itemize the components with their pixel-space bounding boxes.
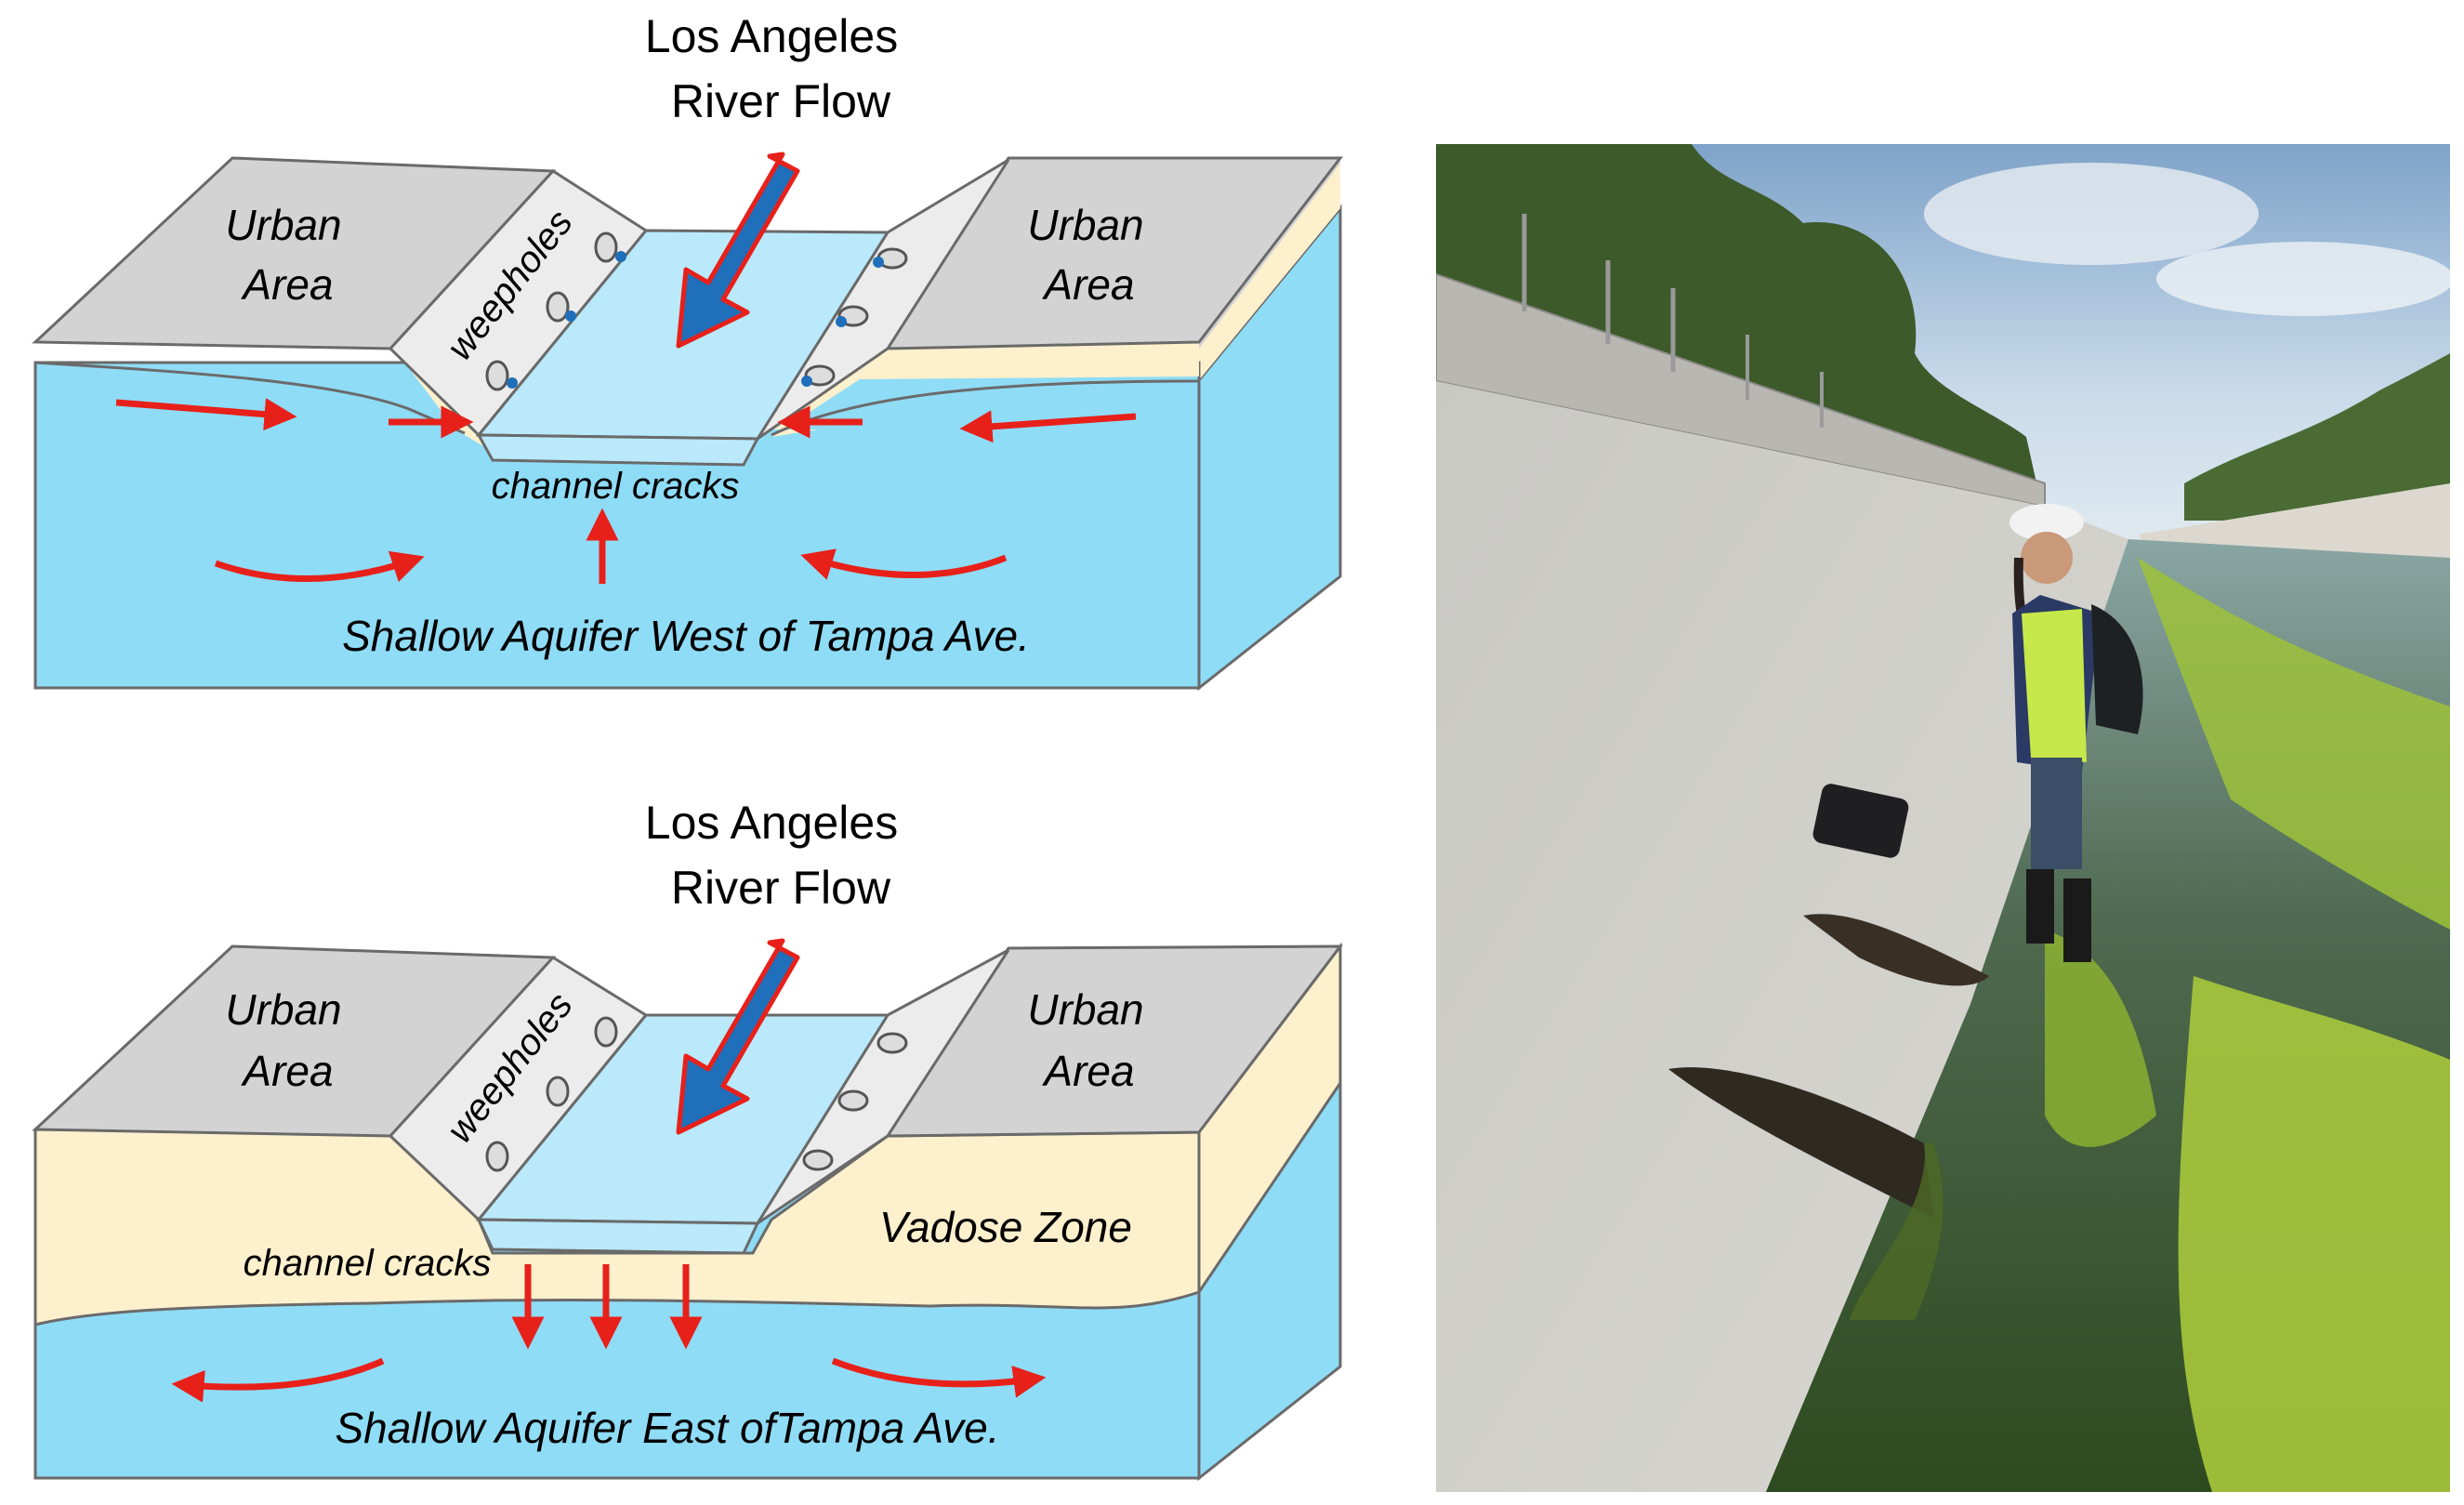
field-photo <box>1436 144 2450 1492</box>
bottom-vadose-zone <box>33 1128 1201 1327</box>
bottom-weephole <box>802 1149 834 1171</box>
photo-person <box>2009 504 2143 962</box>
bottom-weephole <box>876 1032 908 1054</box>
top-red-arrow <box>959 410 1137 443</box>
top-river-flow-arrow <box>676 152 800 349</box>
photo-weephole <box>1668 1067 1933 1218</box>
top-channel-floor <box>476 433 760 467</box>
bottom-aquifer-label: Shallow Aquifer East ofTampa Ave. <box>335 1404 999 1452</box>
top-weephole <box>594 231 618 263</box>
top-weephole <box>804 364 836 387</box>
top-red-curved-arrow <box>214 550 425 583</box>
bottom-urban-left-line2: Area <box>240 1047 333 1095</box>
bottom-urban-right-line2: Area <box>1041 1047 1134 1095</box>
top-aquifer-label: Shallow Aquifer West of Tampa Ave. <box>342 612 1030 660</box>
bottom-weephole <box>485 1141 509 1172</box>
top-title-line1: Los Angeles <box>645 10 898 62</box>
bottom-title-line1: Los Angeles <box>645 797 898 849</box>
bottom-channel-cracks-label: channel cracks <box>244 1243 492 1284</box>
top-channel-cracks-label: channel cracks <box>492 466 740 507</box>
bottom-weephole <box>546 1076 570 1107</box>
bottom-red-curved-arrow <box>831 1357 1047 1398</box>
top-red-arrow <box>115 398 297 431</box>
bottom-urban-left-line1: Urban <box>225 985 341 1034</box>
bottom-weephole <box>594 1016 618 1048</box>
bottom-channel-floor <box>476 1218 760 1255</box>
bottom-river-flow-arrow <box>676 938 800 1135</box>
top-diagram: Los Angeles River Flow Urban Area Urban … <box>32 10 1344 692</box>
top-red-curved-arrow <box>800 548 1008 580</box>
top-urban-left-line1: Urban <box>225 201 341 249</box>
bottom-diagram: Los Angeles River Flow Urban Area Urban … <box>32 797 1344 1482</box>
top-weephole <box>546 291 570 323</box>
top-title-line2: River Flow <box>671 75 891 127</box>
top-weephole <box>485 360 509 391</box>
photo-weephole <box>1803 914 1989 986</box>
top-side-vadose <box>1199 164 1340 380</box>
photo-algae <box>2138 558 2450 930</box>
bottom-urban-right-line1: Urban <box>1027 985 1143 1034</box>
top-urban-right-line2: Area <box>1041 260 1134 309</box>
photo-concrete-slope <box>1436 381 2128 1492</box>
bottom-red-curved-arrow <box>171 1357 385 1403</box>
bottom-title-line2: River Flow <box>671 862 891 914</box>
bottom-weephole <box>837 1089 869 1112</box>
top-urban-right-line1: Urban <box>1027 201 1143 249</box>
top-urban-left-line2: Area <box>240 260 333 309</box>
bottom-vadose-label: Vadose Zone <box>879 1203 1132 1251</box>
photo-equipment-case <box>1812 784 1909 858</box>
